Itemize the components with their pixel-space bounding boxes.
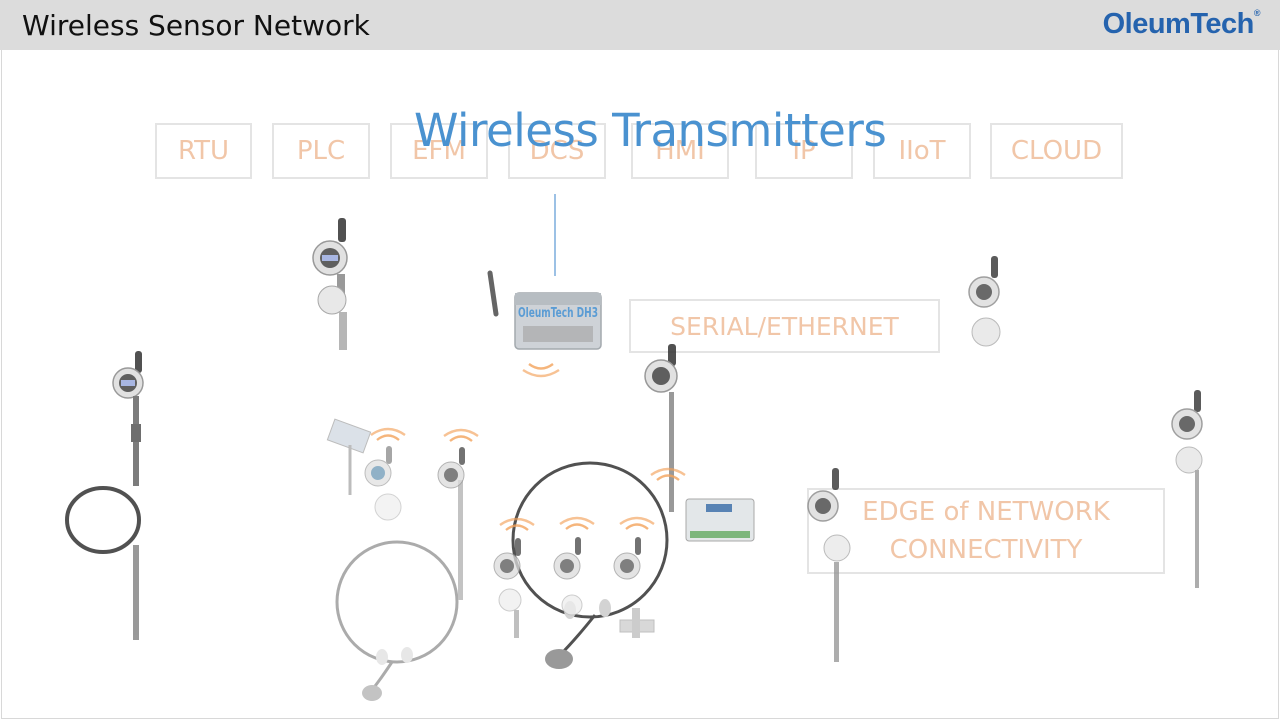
- protocol-label: PLC: [296, 136, 346, 166]
- logo-mark: ®: [1253, 8, 1261, 18]
- transmitter-bottom-1: [493, 538, 522, 638]
- dh3-gateway: OleumTech DH3: [487, 270, 602, 350]
- protocol-box-dcs: DCS: [508, 123, 606, 179]
- protocol-label: CLOUD: [1010, 136, 1103, 166]
- bottom-2-signal-icon: [558, 516, 596, 531]
- protocol-box-efm: EFM: [390, 123, 488, 179]
- edge-label-line1: EDGE of NETWORK: [862, 497, 1110, 527]
- transmitter-edge: [807, 468, 851, 662]
- transmitter-top-right: [968, 256, 1001, 347]
- protocol-label: IP: [792, 136, 816, 166]
- protocol-label: RTU: [177, 136, 230, 166]
- slide-title: Wireless Sensor Network: [22, 9, 370, 42]
- protocol-box-iiot: IIoT: [873, 123, 971, 179]
- bottom-3-signal-icon: [618, 516, 656, 531]
- slide-frame: [1, 50, 1279, 719]
- transmitter-center: [644, 344, 755, 542]
- protocol-box-cloud: CLOUD: [990, 123, 1123, 179]
- protocol-box-hmi: HMI: [631, 123, 729, 179]
- small-signal-icon: [442, 428, 480, 443]
- transmitter-small: [437, 447, 465, 489]
- edge-label-line2: CONNECTIVITY: [889, 535, 1083, 565]
- transmitter-bottom-2: [553, 537, 583, 616]
- protocol-label: HMI: [655, 136, 705, 166]
- protocol-box-plc: PLC: [272, 123, 370, 179]
- edge-connectivity-box: EDGE of NETWORK CONNECTIVITY: [807, 488, 1165, 574]
- transmitter-coil-left: [65, 351, 144, 640]
- solar-transmitter: [326, 418, 402, 521]
- main-heading: Wireless Transmitters: [414, 104, 887, 157]
- sensor-coil-gray: [335, 480, 463, 701]
- transmitter-far-right: [1171, 390, 1203, 588]
- solar-signal-icon: [369, 427, 407, 442]
- oleumtech-logo: OleumTech®: [1102, 8, 1261, 41]
- sensor-coil-center: [511, 461, 669, 669]
- serial-ethernet-box: SERIAL/ETHERNET: [629, 299, 940, 353]
- transmitter-bottom-3: [613, 537, 655, 638]
- center-signal-icon: [649, 467, 687, 482]
- transmitter-top-left: [312, 218, 348, 350]
- title-bar: Wireless Sensor Network OleumTech®: [0, 0, 1280, 50]
- protocol-label: EFM: [412, 136, 466, 166]
- protocol-box-rtu: RTU: [155, 123, 252, 179]
- gateway-label: OleumTech DH3: [518, 306, 598, 321]
- protocol-label: IIoT: [898, 136, 946, 166]
- gateway-signal-icon: [521, 362, 561, 378]
- protocol-box-ip: IP: [755, 123, 853, 179]
- serial-ethernet-label: SERIAL/ETHERNET: [670, 311, 899, 341]
- logo-text: OleumTech: [1102, 8, 1255, 40]
- protocol-label: DCS: [529, 136, 585, 166]
